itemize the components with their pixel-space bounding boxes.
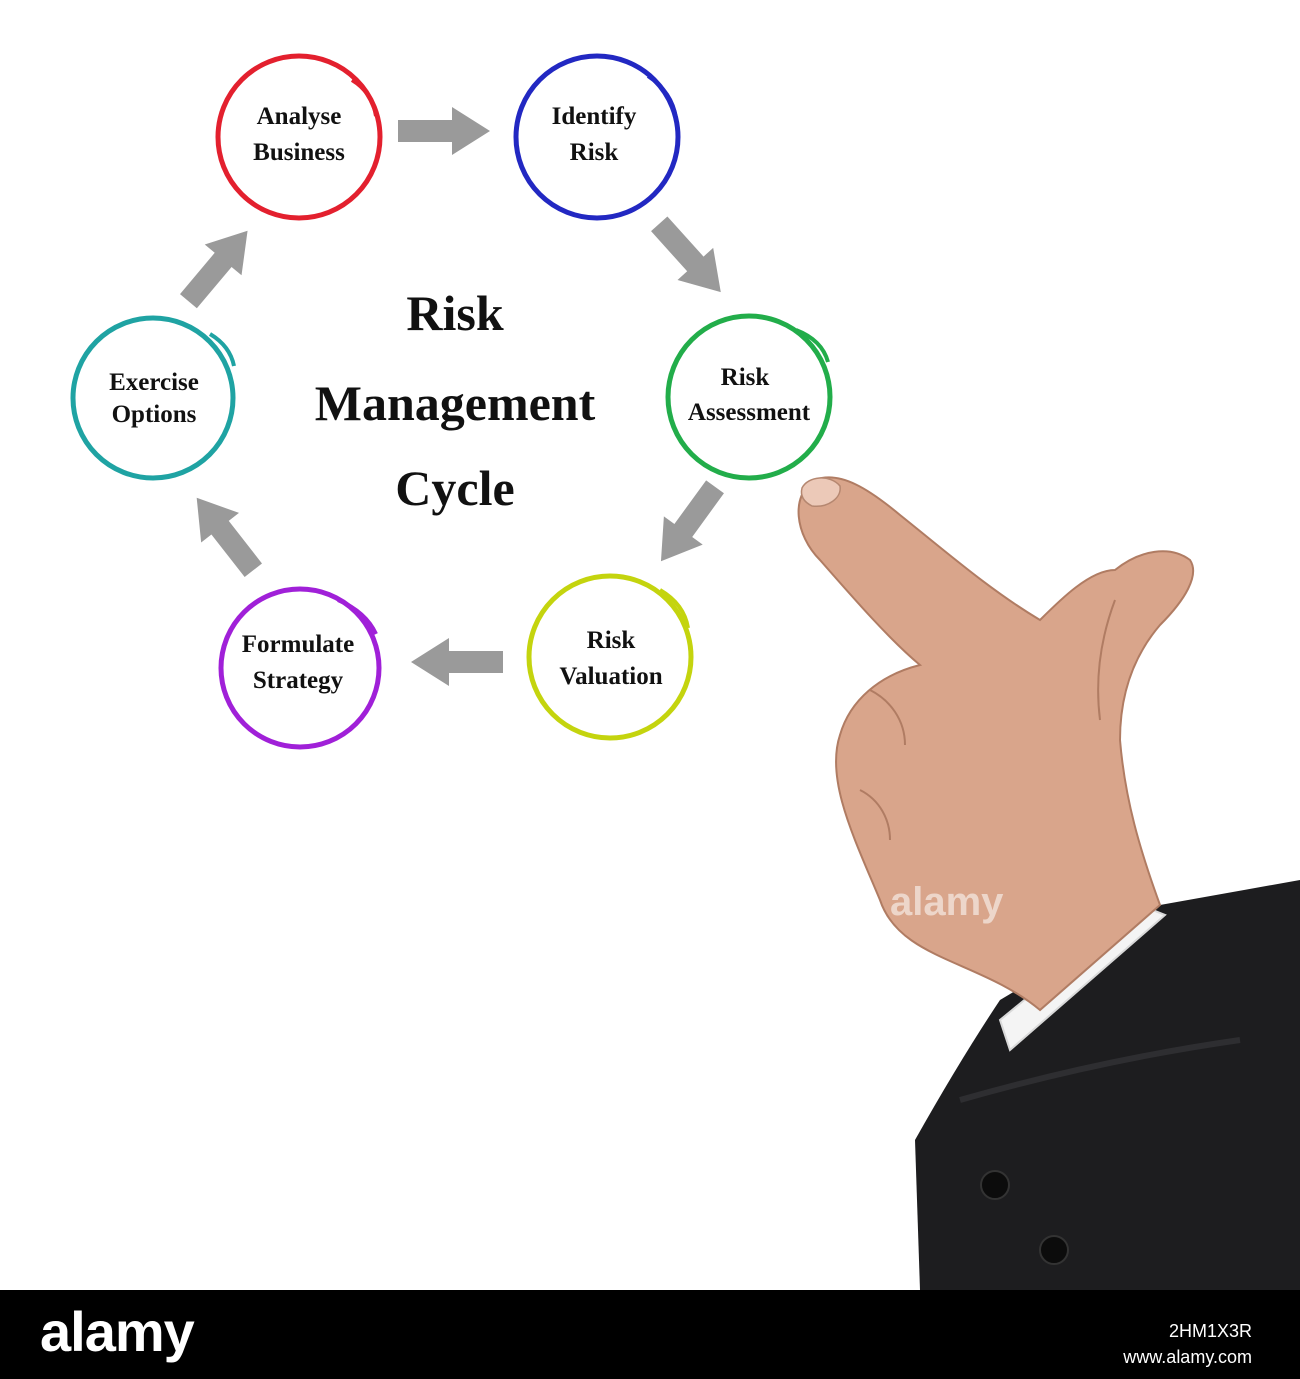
node-label-line-1: Risk xyxy=(721,364,770,391)
node-label-line-2: Valuation xyxy=(559,663,662,690)
footer-url: www.alamy.com xyxy=(1123,1347,1252,1367)
node-formulate-strategy: Formulate Strategy xyxy=(218,586,382,750)
knuckle-fold xyxy=(859,789,891,841)
thumb-line xyxy=(1097,599,1116,721)
finger-nail xyxy=(800,477,841,507)
node-circle xyxy=(526,573,694,741)
sleeve-button xyxy=(980,1170,1010,1200)
node-label-line-1: Risk xyxy=(587,627,636,654)
node-circle xyxy=(70,315,236,481)
node-label-line-1: Identify xyxy=(552,103,637,130)
node-label-line-1: Formulate xyxy=(242,631,354,658)
pointing-hand-icon: alamy xyxy=(797,476,1300,1290)
diagram-title-line-1: Risk xyxy=(406,285,503,341)
node-exercise-options: Exercise Options xyxy=(70,315,236,481)
node-risk-assessment: Risk Assessment xyxy=(665,313,833,481)
footer-bar: alamy 2HM1X3R www.alamy.com xyxy=(0,1290,1300,1379)
alamy-logo: alamy xyxy=(40,1300,195,1363)
node-circle xyxy=(218,586,382,750)
diagram-title-line-3: Cycle xyxy=(395,460,514,516)
node-circle xyxy=(215,53,383,221)
arrow-icon xyxy=(180,230,248,309)
watermark-text: alamy xyxy=(890,880,1004,924)
node-label-line-1: Analyse xyxy=(257,103,342,130)
node-label-line-1: Exercise xyxy=(109,369,199,396)
arrow-icon xyxy=(411,638,503,686)
arrow-icon xyxy=(398,107,490,155)
node-risk-valuation: Risk Valuation xyxy=(526,573,694,741)
node-circle-tail xyxy=(658,588,690,629)
node-label-line-2: Options xyxy=(112,401,197,428)
sleeve-fold xyxy=(959,1037,1241,1103)
node-label-line-2: Business xyxy=(253,139,345,166)
node-circle-tail xyxy=(337,598,378,635)
node-label-line-2: Strategy xyxy=(253,667,344,694)
arrow-icon xyxy=(660,480,724,562)
node-circle xyxy=(513,53,681,221)
node-circle-tail xyxy=(646,74,678,119)
node-analyse-business: Analyse Business xyxy=(215,53,383,221)
node-label-line-2: Risk xyxy=(570,139,619,166)
image-id: 2HM1X3R xyxy=(1168,1321,1252,1341)
arrow-icon xyxy=(196,497,262,578)
node-circle xyxy=(665,313,833,481)
suit-sleeve xyxy=(915,880,1300,1290)
node-circle-tail xyxy=(350,78,378,117)
node-circle-tail xyxy=(795,328,830,363)
diagram-title-line-2: Management xyxy=(315,375,596,431)
node-label-line-2: Assessment xyxy=(688,399,811,426)
arrow-icon xyxy=(651,216,721,293)
hand-shape xyxy=(797,476,1195,1012)
risk-management-diagram: Risk Management Cycle Analyse Business I… xyxy=(70,53,1300,1290)
knuckle-fold xyxy=(869,689,906,746)
node-identify-risk: Identify Risk xyxy=(513,53,681,221)
node-circle-tail xyxy=(208,332,236,367)
sleeve-button xyxy=(1039,1235,1069,1265)
